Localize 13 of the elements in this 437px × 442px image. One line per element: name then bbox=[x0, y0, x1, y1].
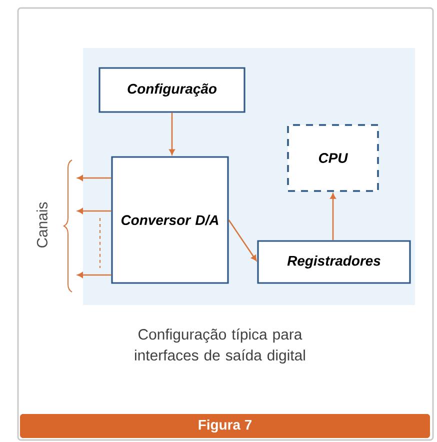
side-label: Canais bbox=[36, 202, 48, 248]
arrow bbox=[77, 272, 112, 278]
arrow bbox=[228, 220, 257, 261]
arrow bbox=[330, 193, 336, 240]
block-box: Registradores bbox=[257, 240, 411, 284]
caption: Configuração típica para interfaces de saída digital bbox=[135, 328, 305, 364]
cpu-box: CPU bbox=[287, 124, 379, 192]
block-box: Conversor D/A bbox=[111, 156, 229, 284]
block-box: Configuração bbox=[98, 67, 246, 113]
figure-bar: Figura 7 bbox=[20, 414, 430, 438]
arrow bbox=[77, 175, 112, 181]
arrow bbox=[77, 208, 112, 214]
arrow bbox=[169, 112, 175, 155]
